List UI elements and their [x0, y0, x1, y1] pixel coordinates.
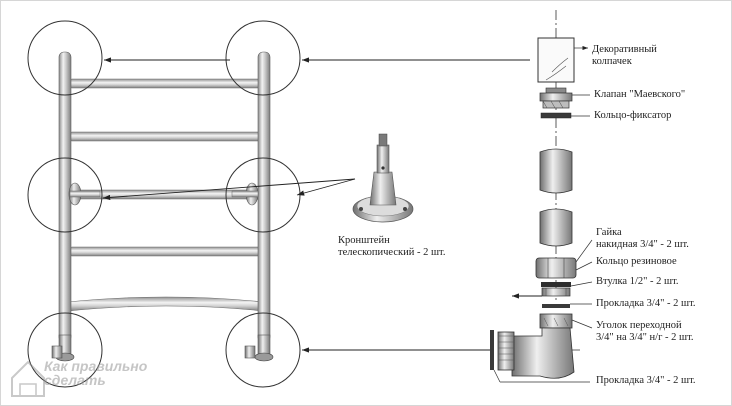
leader-lines	[493, 45, 593, 383]
rubber-ring	[541, 282, 571, 287]
watermark-line1: Как правильно	[44, 358, 148, 374]
watermark: Как правильно сделать	[44, 359, 147, 387]
gasket-side	[490, 330, 494, 370]
label-decorative-cap: Декоративный колпачек	[592, 44, 657, 68]
watermark-line2: сделать	[44, 372, 106, 388]
watermark-logo	[11, 360, 45, 397]
label-decorative-cap-line2: колпачек	[592, 56, 632, 67]
fixing-ring	[540, 112, 572, 119]
label-fixing-ring: Кольцо-фиксатор	[594, 110, 672, 121]
label-cap-nut: Гайка накидная 3/4" - 2 шт.	[596, 227, 689, 251]
label-elbow-adapter: Уголок переходной 3/4" на 3/4" н/г - 2 ш…	[596, 320, 694, 344]
rail-right-upright	[257, 51, 271, 343]
rail-bottom-connectors	[51, 334, 274, 362]
label-elbow-adapter-line1: Уголок переходной	[596, 320, 682, 331]
decorative-cap	[537, 37, 575, 83]
label-telescopic-bracket: Кронштейн телескопический - 2 шт.	[338, 235, 445, 259]
gasket-top	[542, 304, 570, 308]
label-sleeve: Втулка 1/2" - 2 шт.	[596, 276, 679, 287]
arrows	[102, 57, 542, 353]
cap-nut	[535, 257, 577, 279]
label-telescopic-bracket-line2: телескопический - 2 шт.	[338, 247, 446, 258]
rail-brackets	[68, 182, 259, 206]
label-gasket-side: Прокладка 3/4" - 2 шт.	[596, 375, 696, 386]
label-elbow-adapter-line2: 3/4" на 3/4" н/г - 2 шт.	[596, 332, 694, 343]
label-mayevsky-valve: Клапан "Маевского"	[594, 89, 686, 100]
exploded-assembly	[490, 10, 593, 383]
tube-segments	[539, 148, 573, 247]
towel-rail	[51, 51, 274, 362]
elbow-adapter	[497, 313, 575, 379]
label-decorative-cap-line1: Декоративный	[592, 44, 657, 55]
label-cap-nut-line2: накидная 3/4" - 2 шт.	[596, 239, 689, 250]
label-gasket-top: Прокладка 3/4" - 2 шт.	[596, 298, 696, 309]
sleeve	[541, 287, 571, 297]
telescopic-bracket	[352, 133, 414, 223]
label-rubber-ring: Кольцо резиновое	[596, 256, 677, 267]
label-cap-nut-line1: Гайка	[596, 227, 622, 238]
mayevsky-valve	[539, 87, 573, 109]
label-telescopic-bracket-line1: Кронштейн	[338, 235, 390, 246]
